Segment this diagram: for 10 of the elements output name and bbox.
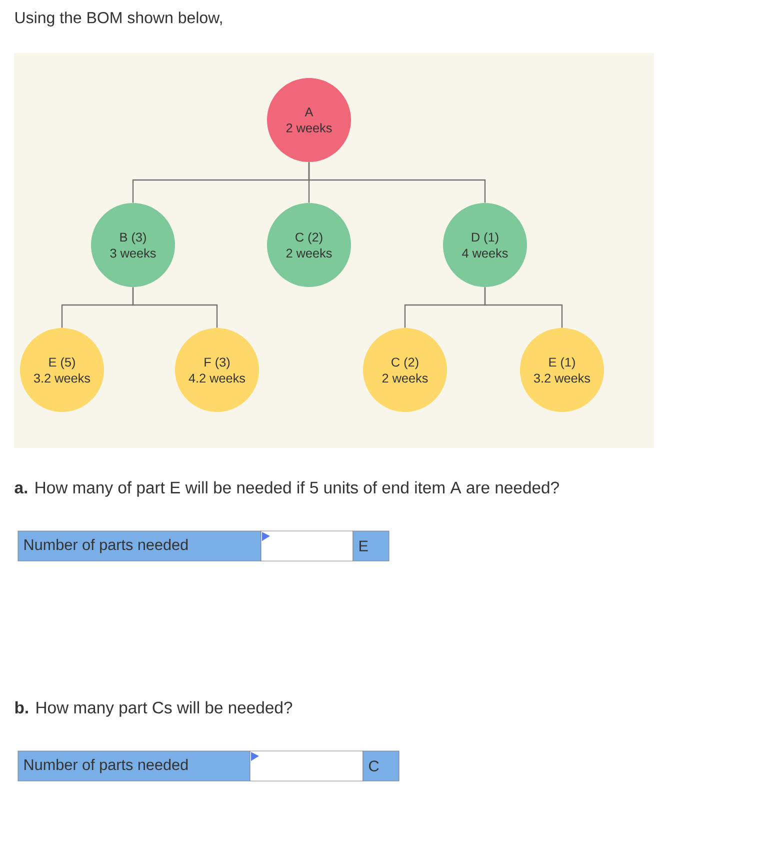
unit-label: E [352,530,390,562]
field-label: Number of parts needed [18,530,262,562]
question-text: a. How many of part E will be needed if 5 units of end item A are needed? [14,481,559,497]
connector-line [308,162,486,203]
connector-line [132,287,218,328]
field-label: Number of parts needed [18,750,250,782]
question-text: b. How many part Cs will be needed? [15,701,292,717]
unit-label: C [362,750,400,782]
instruction-text: Using the BOM shown below, [16,12,222,26]
connector-line [484,287,563,328]
